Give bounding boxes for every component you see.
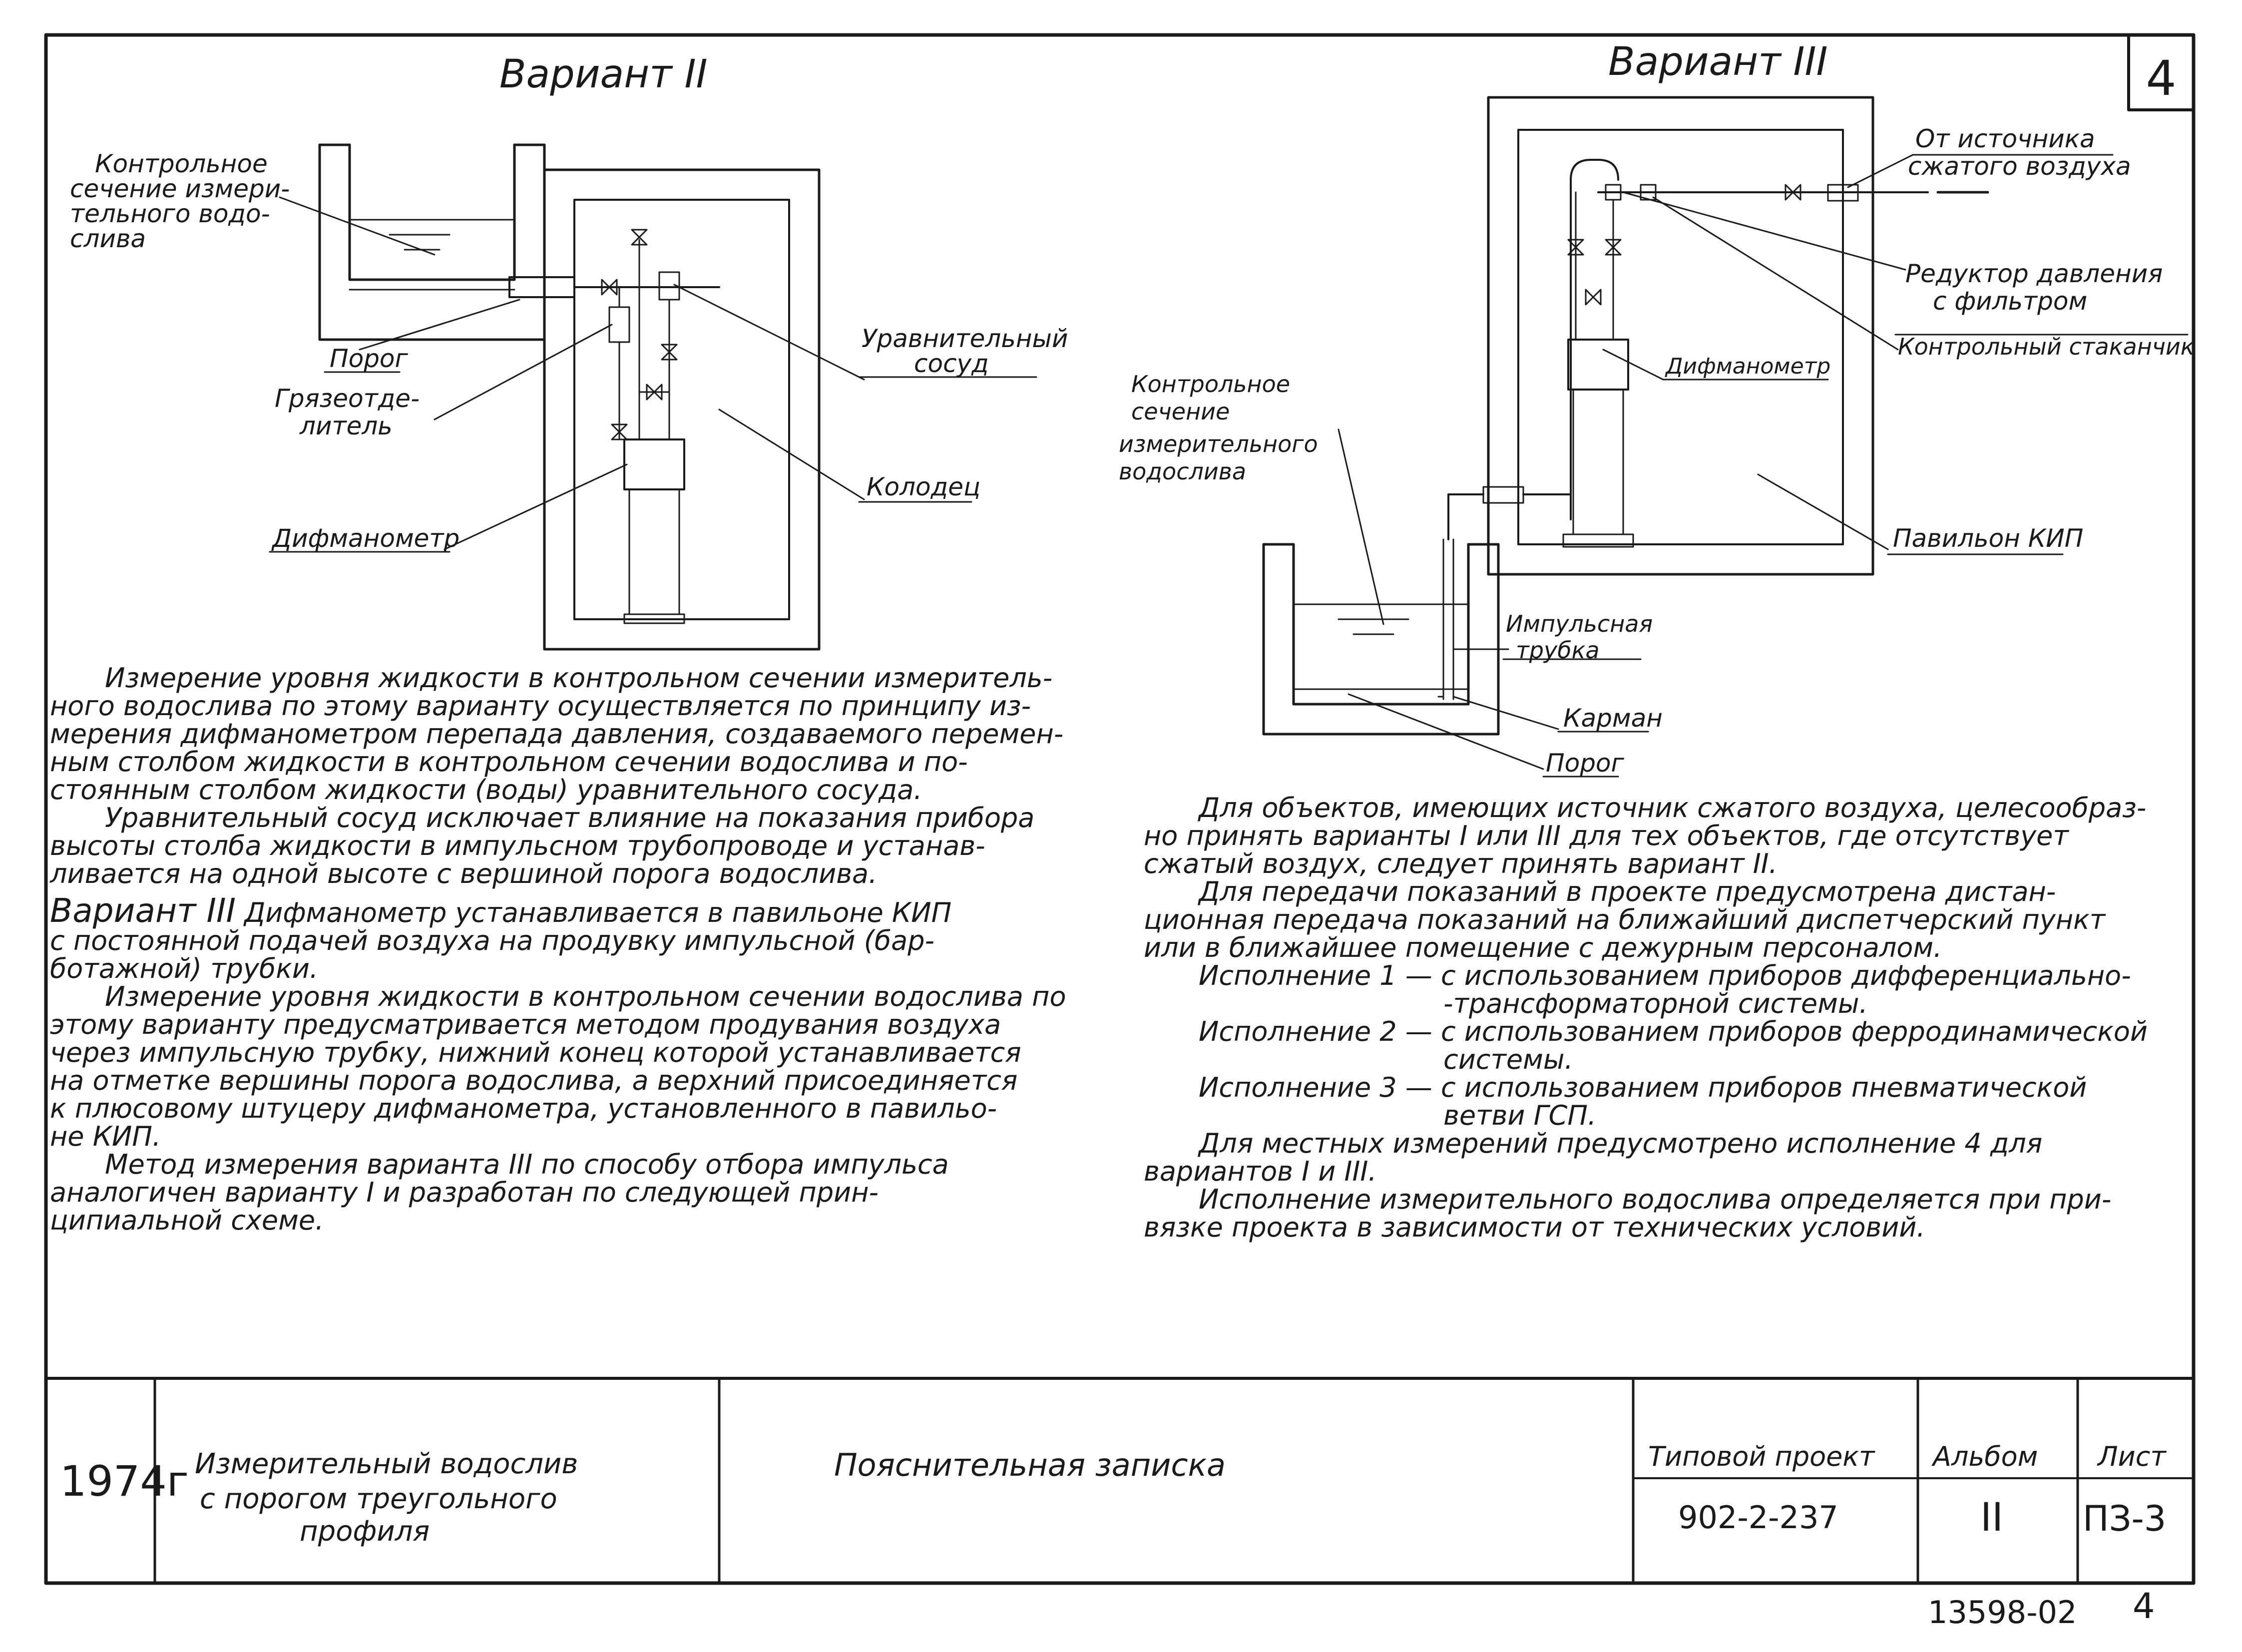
v3-pavilion-label: Павильон КИП — [1893, 524, 2083, 553]
variant3-labels: Вариант III 4 От источника сжатого возду… — [1119, 39, 2195, 778]
text-left-line: ципиальной схеме. — [50, 1205, 324, 1236]
title-block-album-value: II — [1980, 1495, 2003, 1540]
text-right-line: вариантов I и III. — [1144, 1156, 1377, 1187]
v2-mud-separator-line2: литель — [299, 412, 393, 440]
text-left-line: ного водослива по этому варианту осущест… — [50, 690, 1031, 722]
v2-threshold-label: Порог — [330, 344, 409, 373]
text-right-line: Исполнение 2 — с использованием приборов… — [1199, 1016, 2148, 1047]
text-left-line: высоты столба жидкости в импульсном труб… — [50, 830, 985, 861]
v2-difmanometer-label: Дифманометр — [271, 524, 459, 553]
title-block-sheet-label: Лист — [2097, 1441, 2167, 1472]
text-left-line: через импульсную трубку, нижний конец ко… — [50, 1037, 1021, 1068]
text-left: Измерение уровня жидкости в контрольном … — [50, 664, 1066, 1235]
text-left-line: мерения дифманометром перепада давления,… — [50, 718, 1064, 750]
v2-control-section-line3: тельного водо- — [70, 199, 270, 228]
v3-impulse-tube-line1: Импульсная — [1506, 610, 1653, 637]
text-right-line: Исполнение 3 — с использованием приборов… — [1199, 1072, 2087, 1103]
title-block-project-number: 902-2-237 — [1678, 1499, 1838, 1536]
variant3-heading: Вариант III — [50, 891, 236, 930]
text-right-line: но принять варианты I или III для тех об… — [1144, 820, 2069, 851]
title-block-doc-type: Пояснительная записка — [834, 1447, 1226, 1483]
page-number: 4 — [2133, 1586, 2155, 1627]
text-left-line: на отметке вершины порога водослива, а в… — [50, 1065, 1018, 1096]
text-left-line: не КИП. — [50, 1121, 161, 1152]
v2-control-section-line1: Контрольное — [95, 149, 268, 178]
text-right-line: системы. — [1443, 1044, 1573, 1075]
text-right-line: Для передачи показаний в проекте предусм… — [1199, 876, 2056, 907]
text-right-line: или в ближайшее помещение с дежурным пер… — [1144, 932, 1942, 963]
text-left-line: Метод измерения варианта III по способу … — [105, 1149, 949, 1180]
text-left-line: ливается на одной высоте с вершиной поро… — [50, 858, 878, 889]
title-block-year: 1974г — [60, 1457, 189, 1506]
text-left-line: аналогичен варианту I и разработан по сл… — [50, 1177, 879, 1208]
variant2-drawing — [269, 143, 1037, 651]
variant2-labels: Вариант II Контрольное сечение измери- т… — [70, 52, 1068, 553]
sheet-frame — [44, 33, 2196, 1585]
v3-control-section-line1: Контрольное — [1131, 371, 1290, 398]
v3-difmanometer-label: Дифманометр — [1665, 354, 1830, 379]
v3-pressure-reducer-line1: Редуктор давления — [1905, 259, 2163, 288]
v2-equalizing-vessel-line1: Уравнительный — [862, 324, 1068, 353]
v2-equalizing-vessel-line2: сосуд — [914, 349, 989, 378]
v3-pressure-reducer-line2: с фильтром — [1933, 287, 2087, 316]
title-block-album-label: Альбом — [1931, 1441, 2038, 1472]
text-left-line: к плюсовому штуцеру дифманометра, устано… — [50, 1093, 997, 1124]
text-left-line: ботажной) трубки. — [50, 953, 319, 984]
v2-mud-separator-line1: Грязеотде- — [275, 384, 420, 413]
variant3-title: Вариант III — [1608, 39, 1828, 84]
v3-control-section-line4: водослива — [1119, 458, 1246, 485]
v3-control-cup-label: Контрольный стаканчик — [1898, 333, 2195, 360]
title-block-name-line2: с порогом треугольного — [200, 1483, 557, 1515]
text-right-line: Для объектов, имеющих источник сжатого в… — [1199, 792, 2147, 824]
v3-control-section-line3: измерительного — [1119, 430, 1318, 457]
inventory-number: 13598-02 — [1928, 1594, 2077, 1631]
text-right-line: вязке проекта в зависимости от техническ… — [1144, 1212, 1925, 1243]
text-left-line: Уравнительный сосуд исключает влияние на… — [105, 802, 1035, 833]
v2-control-section-line2: сечение измери- — [70, 174, 290, 203]
v3-air-source-line2: сжатого воздуха — [1908, 152, 2131, 181]
v3-air-source-line1: От источника — [1915, 124, 2095, 153]
title-block-project-label: Типовой проект — [1648, 1441, 1875, 1472]
variant3-drawing — [1262, 96, 2189, 778]
title-block-name-line3: профиля — [300, 1515, 430, 1548]
text-left-line: ным столбом жидкости в контрольном сечен… — [50, 746, 968, 778]
text-right-line: Для местных измерений предусмотрено испо… — [1199, 1128, 2043, 1159]
v3-pocket-label: Карман — [1563, 704, 1663, 733]
text-left-line: с постоянной подачей воздуха на продувку… — [50, 925, 935, 956]
text-right-line: ветви ГСП. — [1443, 1100, 1597, 1131]
text-right-line: Исполнение 1 — с использованием приборов… — [1199, 960, 2131, 991]
v2-well-label: Колодец — [867, 472, 980, 501]
text-left-line: этому варианту предусматривается методом… — [50, 1009, 1001, 1040]
text-right-line: -трансформаторной системы. — [1443, 988, 1868, 1019]
title-block-sheet-value: ПЗ-3 — [2083, 1498, 2166, 1539]
sheet-number: 4 — [2146, 50, 2176, 106]
v3-control-section-line2: сечение — [1131, 398, 1230, 425]
text-right: Для объектов, имеющих источник сжатого в… — [1144, 794, 2148, 1241]
text-left-line: Дифманометр устанавливается в павильоне … — [244, 897, 952, 928]
variant2-title: Вариант II — [499, 52, 708, 97]
text-left-line: Измерение уровня жидкости в контрольном … — [105, 662, 1053, 694]
text-right-line: сжатый воздух, следует принять вариант I… — [1144, 848, 1778, 879]
title-block: 1974г Измерительный водослив с порогом т… — [60, 1441, 2167, 1548]
v3-threshold-label: Порог — [1546, 749, 1625, 778]
text-right-line: Исполнение измерительного водослива опре… — [1199, 1184, 2112, 1215]
v2-control-section-line4: слива — [70, 224, 146, 253]
text-right-line: ционная передача показаний на ближайший … — [1144, 904, 2106, 935]
v3-impulse-tube-line2: трубка — [1516, 637, 1600, 664]
text-left-line: стоянным столбом жидкости (воды) уравнит… — [50, 774, 922, 806]
title-block-name-line1: Измерительный водослив — [195, 1448, 578, 1480]
text-left-line: Измерение уровня жидкости в контрольном … — [105, 981, 1066, 1012]
